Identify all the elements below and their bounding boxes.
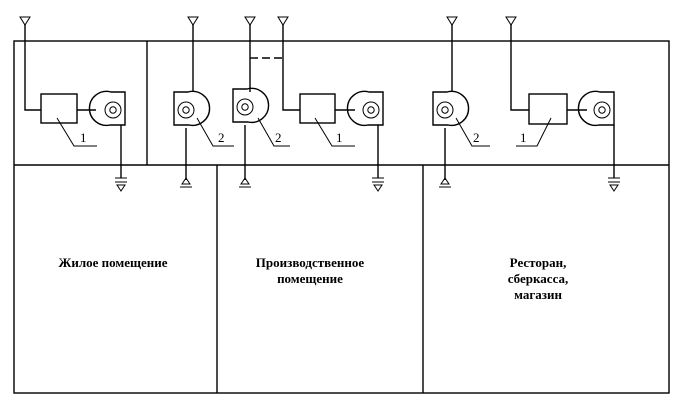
exhaust-fan-c: [432, 16, 490, 188]
unit-number-2a: 2: [218, 130, 225, 145]
unit-number-1b: 1: [336, 130, 343, 145]
exhaust-fan-a: [173, 16, 234, 188]
unit-number-2b: 2: [275, 130, 282, 145]
room-residential: Жилое помещение: [58, 255, 168, 270]
supply-unit-production: [277, 16, 385, 192]
supply-unit-commercial: [505, 16, 621, 192]
room-production: Производственное помещение: [255, 255, 365, 286]
unit-number-2c: 2: [473, 130, 480, 145]
unit-number-1a: 1: [80, 130, 87, 145]
building-outline: [13, 40, 670, 394]
room-commercial: Ресторан, сберкасса, магазин: [507, 255, 569, 302]
supply-unit-residential: [19, 16, 128, 192]
unit-number-1c: 1: [520, 130, 527, 145]
exhaust-fan-b: [232, 16, 290, 188]
